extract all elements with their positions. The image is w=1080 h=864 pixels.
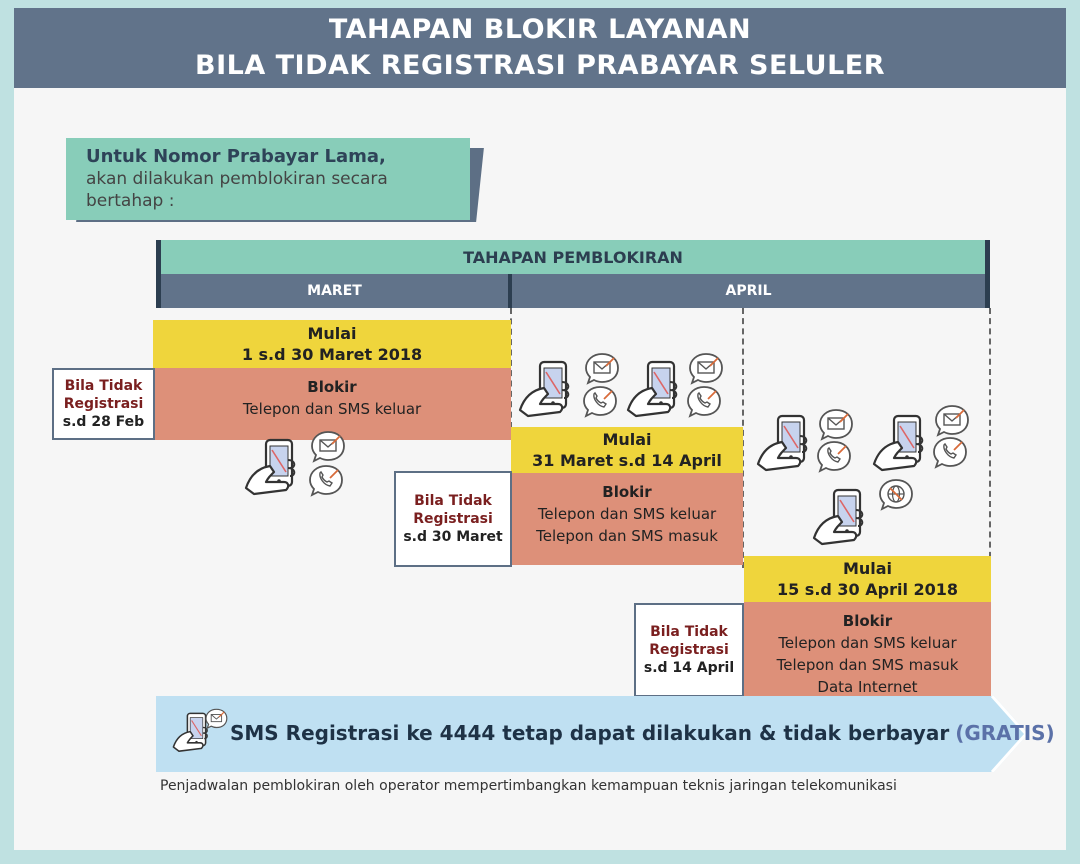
hand-phone-icon bbox=[518, 360, 570, 418]
condition-date: s.d 28 Feb bbox=[62, 414, 145, 430]
stage-3-condition: Bila Tidak Registrasi s.d 14 April bbox=[634, 603, 744, 697]
globe-bubble-icon bbox=[879, 479, 913, 510]
month-divider bbox=[508, 274, 512, 308]
month-maret: MARET bbox=[156, 274, 508, 308]
stage-3-service: Data Internet bbox=[817, 678, 918, 696]
hand-phone-icon bbox=[626, 360, 678, 418]
sms-banner-gratis: (GRATIS) bbox=[955, 721, 1055, 745]
stage-2-service: Telepon dan SMS keluar bbox=[537, 505, 717, 523]
dashed-guide bbox=[510, 308, 512, 428]
stage-3-date: 15 s.d 30 April 2018 bbox=[776, 580, 959, 599]
stage-1-period: Mulai 1 s.d 30 Maret 2018 bbox=[153, 320, 511, 368]
stage-3-period: Mulai 15 s.d 30 April 2018 bbox=[744, 556, 991, 602]
sms-banner-text: SMS Registrasi ke 4444 tetap dapat dilak… bbox=[230, 715, 1055, 751]
envelope-bubble-icon bbox=[819, 409, 853, 440]
title-line-2: BILA TIDAK REGISTRASI PRABAYAR SELULER bbox=[194, 50, 886, 81]
envelope-bubble-icon bbox=[935, 405, 969, 436]
stage-2-block: Blokir Telepon dan SMS keluar Telepon da… bbox=[511, 473, 743, 565]
phone-bubble-icon bbox=[309, 465, 343, 496]
timeline-title: TAHAPAN PEMBLOKIRAN bbox=[156, 240, 990, 274]
envelope-bubble-icon bbox=[689, 353, 723, 384]
envelope-bubble-icon bbox=[205, 708, 228, 729]
stage-2-service: Telepon dan SMS masuk bbox=[536, 527, 718, 545]
month-april: APRIL bbox=[512, 274, 990, 308]
stage-2-date: 31 Maret s.d 14 April bbox=[532, 451, 722, 470]
hand-phone-icon bbox=[244, 438, 296, 496]
stage-2-start: Mulai bbox=[602, 430, 652, 449]
stage-2-period: Mulai 31 Maret s.d 14 April bbox=[511, 427, 743, 473]
footnote: Penjadwalan pemblokiran oleh operator me… bbox=[160, 778, 897, 794]
envelope-bubble-icon bbox=[311, 431, 345, 462]
stage-3-service: Telepon dan SMS keluar bbox=[778, 634, 957, 652]
stage-3-service: Telepon dan SMS masuk bbox=[776, 656, 959, 674]
stage-3-start: Mulai bbox=[842, 559, 893, 578]
envelope-bubble-icon bbox=[585, 353, 619, 384]
phone-bubble-icon bbox=[933, 437, 967, 468]
stage-1-service: Telepon dan SMS keluar bbox=[242, 400, 422, 418]
stage-1-block-title: Blokir bbox=[307, 378, 357, 396]
stage-1-date: 1 s.d 30 Maret 2018 bbox=[241, 345, 423, 364]
stage-3-block-title: Blokir bbox=[842, 612, 893, 630]
intro-line-3: bertahap : bbox=[86, 191, 175, 211]
condition-line: Bila Tidak bbox=[64, 378, 143, 394]
dashed-guide bbox=[742, 308, 744, 568]
sms-banner-arrow bbox=[156, 696, 1028, 772]
sms-banner-main: SMS Registrasi ke 4444 tetap dapat dilak… bbox=[230, 721, 950, 745]
dashed-guide bbox=[989, 308, 991, 568]
stage-2-condition: Bila Tidak Registrasi s.d 30 Maret bbox=[394, 471, 512, 567]
phone-bubble-icon bbox=[583, 386, 617, 417]
page-title: TAHAPAN BLOKIR LAYANAN BILA TIDAK REGIST… bbox=[14, 8, 1066, 88]
hand-phone-icon bbox=[756, 414, 808, 472]
condition-line: Registrasi bbox=[649, 642, 729, 658]
intro-heading: Untuk Nomor Prabayar Lama, bbox=[86, 146, 386, 167]
condition-line: Registrasi bbox=[63, 396, 144, 412]
intro-callout: Untuk Nomor Prabayar Lama, akan dilakuka… bbox=[66, 138, 470, 220]
stage-1-block: Blokir Telepon dan SMS keluar bbox=[153, 368, 511, 440]
intro-line-2: akan dilakukan pemblokiran secara bbox=[86, 169, 388, 189]
condition-line: Bila Tidak bbox=[414, 493, 492, 509]
condition-line: Registrasi bbox=[413, 511, 493, 527]
title-line-1: TAHAPAN BLOKIR LAYANAN bbox=[328, 14, 752, 45]
condition-date: s.d 14 April bbox=[643, 660, 735, 676]
stage-3-block: Blokir Telepon dan SMS keluar Telepon da… bbox=[744, 602, 991, 696]
hand-phone-icon bbox=[812, 488, 864, 546]
stage-1-start: Mulai bbox=[307, 324, 357, 343]
hand-phone-icon bbox=[872, 414, 924, 472]
stage-2-block-title: Blokir bbox=[602, 483, 652, 501]
stage-1-condition: Bila Tidak Registrasi s.d 28 Feb bbox=[52, 368, 155, 440]
phone-bubble-icon bbox=[817, 441, 851, 472]
condition-date: s.d 30 Maret bbox=[403, 529, 503, 545]
phone-bubble-icon bbox=[687, 386, 721, 417]
condition-line: Bila Tidak bbox=[650, 624, 728, 640]
